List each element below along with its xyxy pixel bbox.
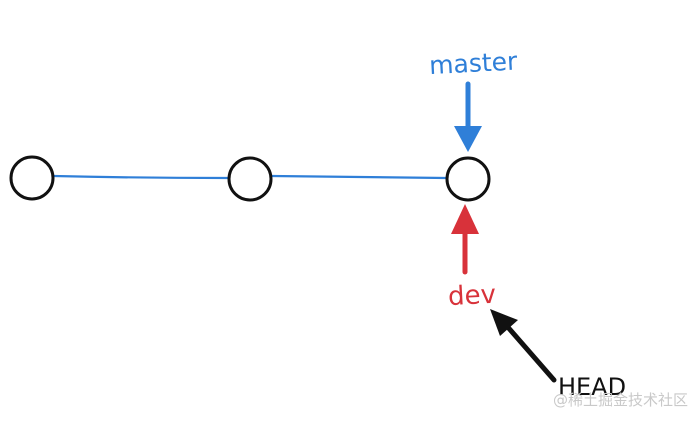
dev-arrow-icon (451, 204, 479, 275)
head-label: HEAD (558, 373, 626, 401)
dev-label: dev (447, 280, 496, 312)
commit-line-1-2 (52, 174, 230, 180)
commit-node-3 (445, 156, 491, 202)
commit-node-2 (227, 156, 273, 202)
head-arrow-icon (490, 309, 557, 383)
watermark-text: @稀土掘金技术社区 (552, 391, 688, 409)
commit-line-2-3 (270, 174, 448, 180)
master-label: master (428, 47, 518, 81)
master-arrow-icon (454, 81, 482, 152)
commit-node-1 (9, 155, 55, 201)
